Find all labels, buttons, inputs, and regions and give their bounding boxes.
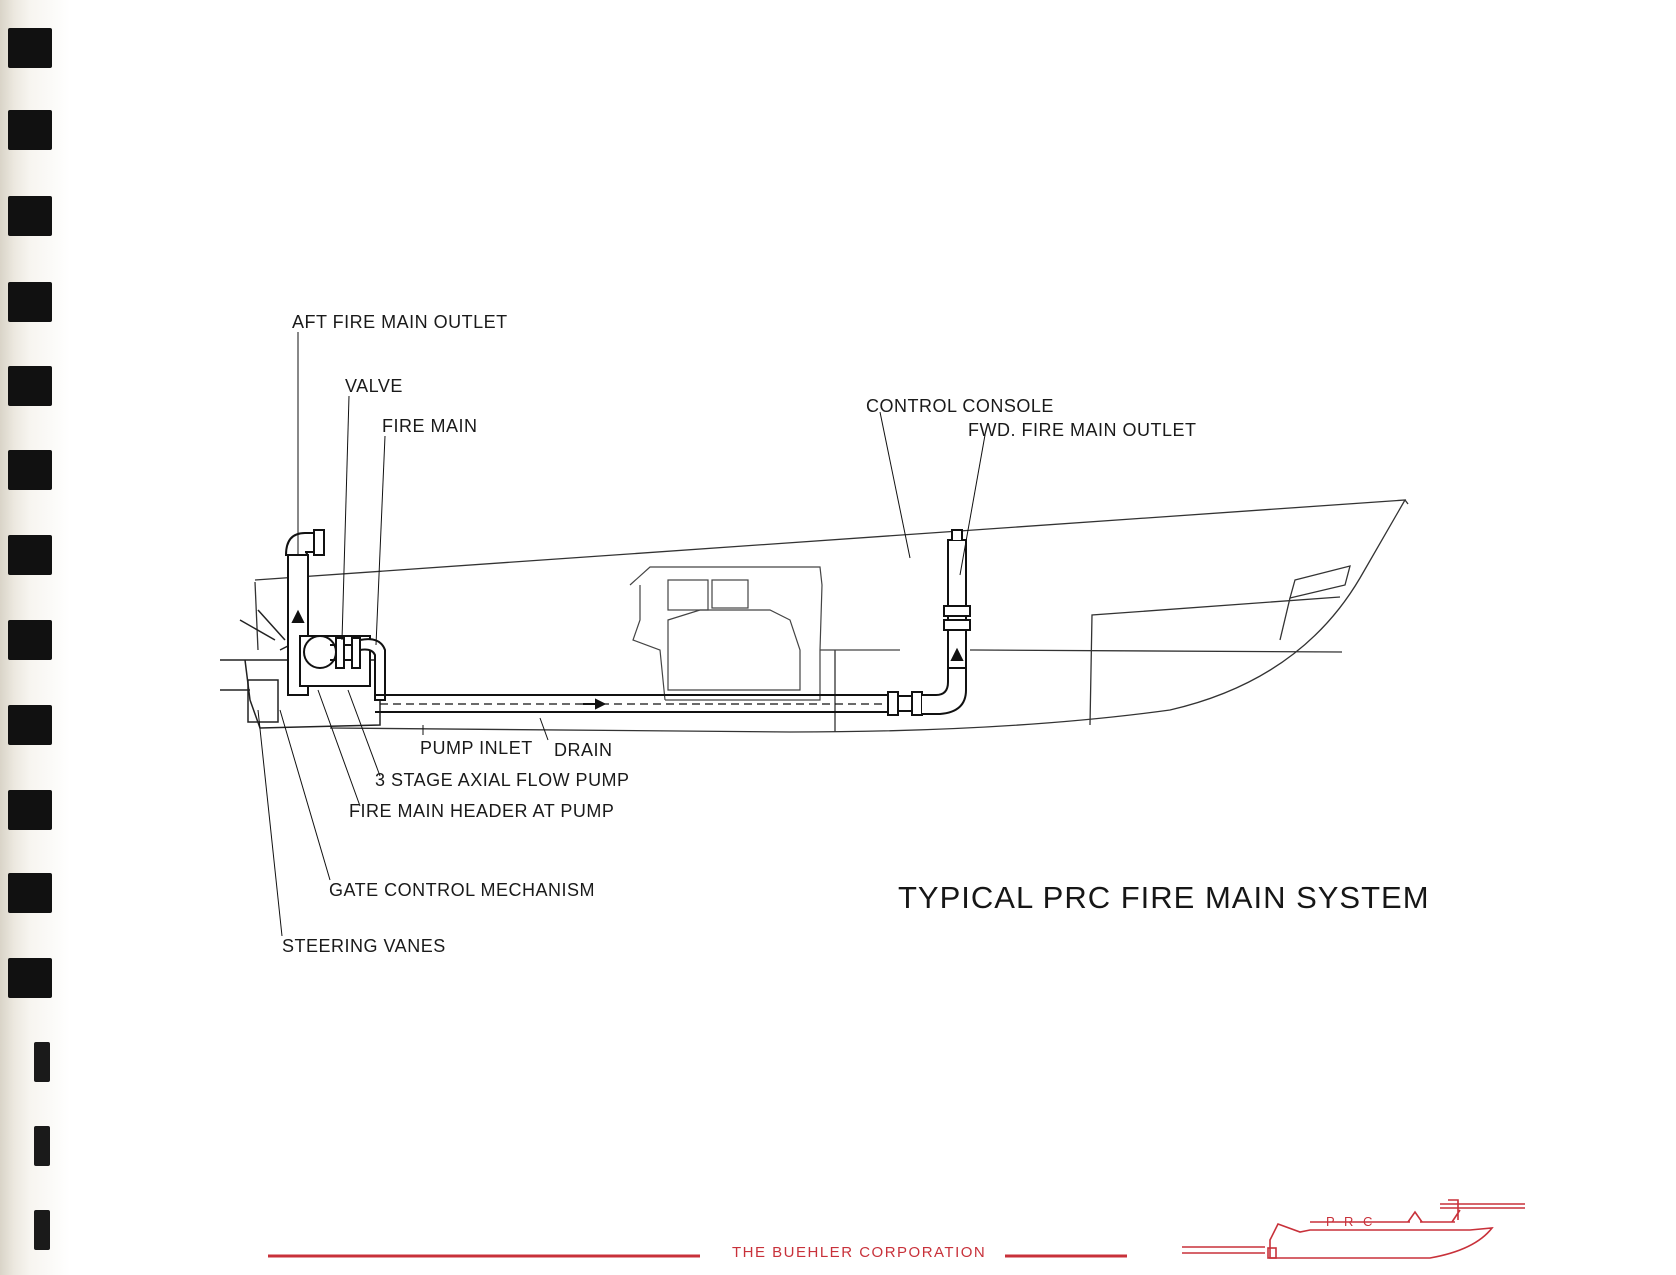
binding-ring bbox=[8, 110, 52, 150]
fire-main-pipe bbox=[375, 529, 971, 716]
logo-prc-text: P R C bbox=[1326, 1214, 1376, 1229]
binding-ring bbox=[34, 1042, 50, 1082]
binding-ring bbox=[8, 873, 52, 913]
spiral-binding bbox=[0, 0, 70, 1275]
label-valve: VALVE bbox=[345, 376, 403, 396]
label-aft-fire-main-outlet: AFT FIRE MAIN OUTLET bbox=[292, 312, 508, 332]
pump-header bbox=[299, 635, 386, 701]
label-fire-main-header-at-pump: FIRE MAIN HEADER AT PUMP bbox=[349, 801, 615, 821]
aft-outlet-pipe bbox=[284, 529, 325, 696]
binding-ring bbox=[8, 705, 52, 745]
engine-block bbox=[629, 566, 900, 701]
binding-ring bbox=[8, 958, 52, 998]
label-steering-vanes: STEERING VANES bbox=[282, 936, 446, 956]
label-fire-main: FIRE MAIN bbox=[382, 416, 478, 436]
binding-ring bbox=[8, 790, 52, 830]
binding-ring bbox=[34, 1126, 50, 1166]
binding-ring bbox=[8, 366, 52, 406]
hull-outline bbox=[254, 499, 1409, 733]
label-gate-control-mechanism: GATE CONTROL MECHANISM bbox=[329, 880, 596, 900]
binding-ring bbox=[8, 196, 52, 236]
label-drain: DRAIN bbox=[554, 740, 613, 760]
label-control-console: CONTROL CONSOLE bbox=[866, 396, 1054, 416]
label-fwd-fire-main-outlet: FWD. FIRE MAIN OUTLET bbox=[968, 420, 1197, 440]
binding-ring bbox=[8, 450, 52, 490]
binding-ring bbox=[8, 282, 52, 322]
binding-ring bbox=[8, 620, 52, 660]
binding-ring bbox=[8, 28, 52, 68]
binding-ring bbox=[8, 535, 52, 575]
leader-lines bbox=[257, 332, 986, 937]
label-pump-inlet: PUMP INLET bbox=[420, 738, 533, 758]
diagram-title: TYPICAL PRC FIRE MAIN SYSTEM bbox=[898, 880, 1430, 915]
binding-ring bbox=[34, 1210, 50, 1250]
label-3-stage-axial-flow-pump: 3 STAGE AXIAL FLOW PUMP bbox=[375, 770, 630, 790]
prc-boat-logo bbox=[1182, 1199, 1525, 1259]
footer-company-name: THE BUEHLER CORPORATION bbox=[732, 1244, 987, 1261]
